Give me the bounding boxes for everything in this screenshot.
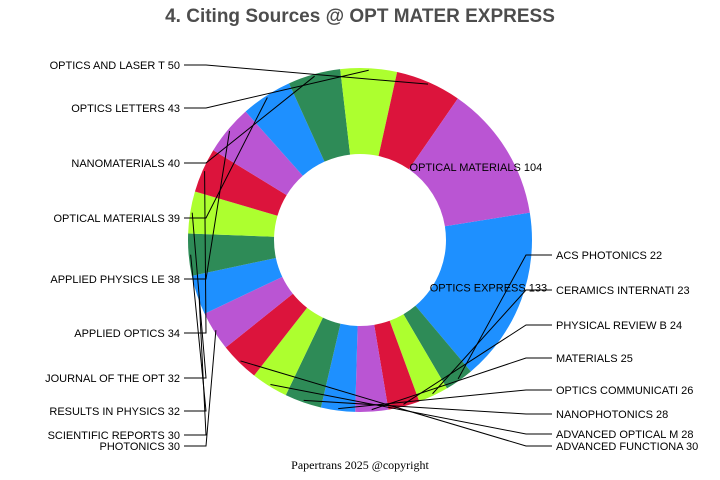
label-applied-physics-le: APPLIED PHYSICS LE 38: [50, 274, 180, 286]
leader-photonics: [184, 330, 217, 447]
slice-optical-materials: [408, 98, 530, 227]
label-materials: MATERIALS 25: [556, 353, 633, 365]
slice-physical-review-b: [374, 320, 420, 410]
slice-optics-express: [415, 212, 532, 372]
label-nanomaterials: NANOMATERIALS 40: [71, 158, 180, 170]
slice-advanced-optical-m: [254, 307, 323, 396]
labels-group: OPTICS EXPRESS 133 ACS PHOTONICS 22 CERAMI…: [45, 60, 698, 453]
leader-advanced-optical-m: [270, 384, 552, 435]
leader-optics-and-laser-t: [184, 64, 429, 85]
slice-photonics: [204, 276, 293, 348]
label-optics-letters: OPTICS LETTERS 43: [71, 103, 180, 115]
slice-materials: [355, 324, 389, 412]
slice-scientific-reports: [191, 257, 283, 314]
label-scientific-reports: SCIENTIFIC REPORTS 30: [48, 430, 180, 442]
label-results-in-physics: RESULTS IN PHYSICS 32: [49, 406, 180, 418]
slice-advanced-functiona: [225, 293, 308, 376]
label-optical-materials: OPTICAL MATERIALS 39: [53, 213, 180, 225]
slice-applied-optics: [194, 150, 287, 216]
slice-ceramics-internati: [389, 314, 447, 402]
footer-copyright: Papertrans 2025 @copyright: [291, 458, 429, 472]
leader-lines-group: [184, 64, 552, 447]
slice-optics-and-laser-t: [378, 72, 458, 170]
slice-optical-materials: [245, 83, 325, 176]
leader-optics-communicati: [338, 389, 552, 410]
leader-scientific-reports: [184, 294, 207, 436]
slice-optics-communicati: [320, 323, 358, 412]
leader-nanomaterials: [184, 75, 315, 164]
label-advanced-optical-m: ADVANCED OPTICAL M 28: [556, 429, 694, 441]
leader-materials: [371, 357, 552, 411]
leader-journal-of-the-opt: [184, 212, 207, 379]
leader-optical-materials: [184, 97, 268, 219]
slice-acs-photonics: [403, 305, 471, 389]
slice-optics-letters: [340, 68, 398, 157]
leader-ceramics-internati: [432, 289, 552, 395]
label-optical-materials: OPTICAL MATERIALS 104: [410, 162, 543, 174]
label-optics-express: OPTICS EXPRESS 133: [430, 283, 547, 295]
slice-nanomaterials: [289, 69, 351, 162]
label-acs-photonics: ACS PHOTONICS 22: [556, 250, 662, 262]
label-photonics: PHOTONICS 30: [100, 441, 181, 453]
leader-applied-physics-le: [184, 130, 231, 280]
label-optics-communicati: OPTICS COMMUNICATI 26: [556, 385, 693, 397]
slice-results-in-physics: [188, 233, 276, 276]
leader-results-in-physics: [184, 254, 207, 412]
label-advanced-functiona: ADVANCED FUNCTIONA 30: [556, 441, 698, 453]
label-journal-of-the-opt: JOURNAL OF THE OPT 32: [45, 373, 180, 385]
label-nanophotonics: NANOPHOTONICS 28: [556, 409, 668, 421]
leader-physical-review-b: [403, 324, 552, 405]
label-applied-optics: APPLIED OPTICS 34: [74, 328, 180, 340]
slice-journal-of-the-opt: [188, 191, 278, 237]
leader-applied-optics: [184, 171, 207, 334]
slice-applied-physics-le: [213, 111, 303, 196]
leader-acs-photonics: [457, 254, 552, 380]
leader-optics-letters: [184, 69, 369, 109]
label-ceramics-internati: CERAMICS INTERNATI 23: [556, 285, 690, 297]
leader-advanced-functiona: [240, 360, 552, 447]
label-optics-and-laser-t: OPTICS AND LASER T 50: [50, 60, 180, 72]
chart-title: 4. Citing Sources @ OPT MATER EXPRESS: [165, 6, 555, 27]
slice-nanophotonics: [285, 317, 341, 408]
slices-group: [188, 68, 532, 412]
label-physical-review-b: PHYSICAL REVIEW B 24: [556, 320, 682, 332]
